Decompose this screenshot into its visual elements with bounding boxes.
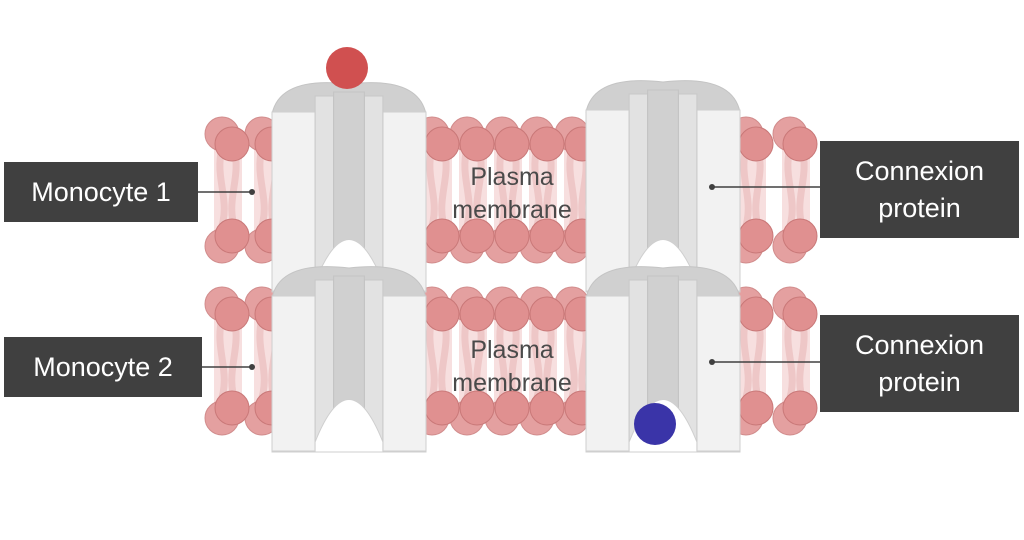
plasma-bottom-line2: membrane — [452, 369, 572, 397]
lipid-head — [214, 390, 250, 426]
leader-connexion-bottom — [709, 359, 820, 365]
channel-outer-right — [382, 295, 427, 453]
connexion-bottom-line1: Connexion — [854, 329, 985, 360]
leader-lines — [198, 184, 820, 370]
lipid-head — [494, 296, 530, 332]
lipid-head — [459, 126, 495, 162]
monocyte-2-label: Monocyte 2 — [4, 337, 202, 397]
plasma-membrane-top-label: Plasma membrane — [412, 161, 612, 227]
channel-outer-left — [271, 111, 316, 293]
leader-dot — [709, 184, 715, 190]
plasma-top-line2: membrane — [452, 196, 572, 224]
connexion-protein-bottom-label: Connexion protein — [820, 315, 1019, 412]
bilayer-bottom-right — [728, 286, 818, 436]
monocyte-2-text: Monocyte 2 — [33, 351, 173, 382]
lipid-tail-fill — [782, 148, 810, 232]
channel-outer-right — [696, 295, 741, 453]
connexion-top-line1: Connexion — [854, 155, 985, 186]
channel-outer-right — [696, 109, 741, 293]
leader-dot — [249, 364, 255, 370]
plasma-membrane-bottom-label: Plasma membrane — [412, 334, 612, 400]
lipid-head — [738, 390, 774, 426]
monocyte-1-label: Monocyte 1 — [4, 162, 198, 222]
leader-dot — [249, 189, 255, 195]
channel-outer-left — [271, 295, 316, 453]
lipid-tail-fill — [424, 148, 452, 232]
leader-monocyte-2 — [202, 364, 255, 370]
lipid-head — [782, 126, 818, 162]
lipid-tail-fill — [214, 148, 242, 232]
lipid-head — [738, 218, 774, 254]
lipid-head — [459, 390, 495, 426]
lipid-tail-fill — [459, 148, 487, 232]
lipid-tail-fill — [529, 148, 557, 232]
red-ion — [326, 47, 368, 89]
plasma-bottom-line1: Plasma — [470, 336, 554, 364]
connexion-bottom-line2: protein — [878, 366, 961, 397]
lipid-tail-fill — [529, 318, 557, 404]
lipid-tail-fill — [214, 318, 242, 404]
lipid-head — [529, 296, 565, 332]
lipid-head — [782, 218, 818, 254]
channel-left-lower — [271, 266, 427, 453]
lipid-tail-fill — [738, 318, 766, 404]
leader-connexion-top — [709, 184, 820, 190]
channel-outer-right — [382, 111, 427, 293]
lipid-tail-fill — [782, 318, 810, 404]
blue-ion — [634, 403, 676, 445]
lipid-tail-fill — [424, 318, 452, 404]
monocyte-1-text: Monocyte 1 — [31, 176, 171, 207]
connexion-protein-top-label: Connexion protein — [820, 141, 1019, 238]
lipid-tail-fill — [738, 148, 766, 232]
lipid-head — [459, 218, 495, 254]
lipid-head — [214, 126, 250, 162]
lipid-head — [738, 126, 774, 162]
lipid-head — [494, 126, 530, 162]
lipid-head — [424, 296, 460, 332]
lipid-tail-fill — [459, 318, 487, 404]
lipid-head — [494, 218, 530, 254]
lipid-head — [424, 126, 460, 162]
lipid-head — [529, 390, 565, 426]
lipid-head — [738, 296, 774, 332]
bilayer-bottom-left — [204, 286, 290, 436]
lipid-head — [214, 218, 250, 254]
bilayer-top-right — [728, 116, 818, 264]
lipid-bilayers — [204, 116, 818, 436]
lipid-head — [782, 390, 818, 426]
channel-right-lower — [585, 266, 741, 453]
lipid-head — [494, 390, 530, 426]
connexion-top-line2: protein — [878, 192, 961, 223]
lipid-head — [214, 296, 250, 332]
connexon-channels — [271, 80, 741, 453]
lipid-tail-fill — [494, 148, 522, 232]
lipid-head — [782, 296, 818, 332]
lipid-head — [459, 296, 495, 332]
lipid-head — [529, 126, 565, 162]
channel-left-upper — [271, 82, 427, 293]
channel-outer-left — [585, 295, 630, 453]
lipid-head — [529, 218, 565, 254]
channel-opening — [314, 399, 384, 453]
leader-dot — [709, 359, 715, 365]
leader-monocyte-1 — [198, 189, 255, 195]
plasma-top-line1: Plasma — [470, 163, 554, 191]
lipid-tail-fill — [494, 318, 522, 404]
